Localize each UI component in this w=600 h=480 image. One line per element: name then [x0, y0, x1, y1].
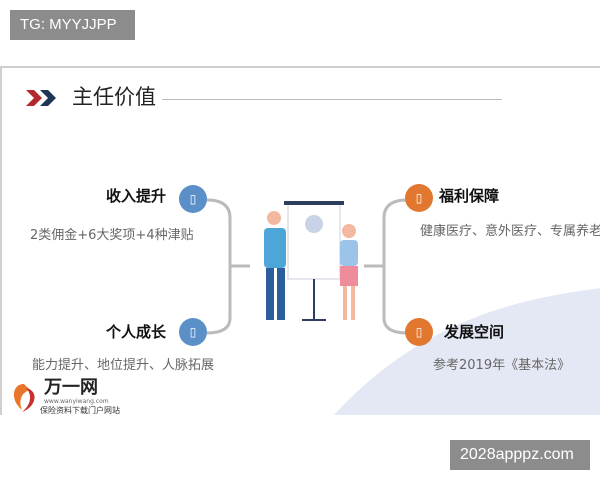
watermark-bottom: 2028apppz.com [450, 440, 590, 470]
slide-title: 主任价值 [72, 85, 156, 109]
wanyiwang-logo: 万一网 www.wanyiwang.com 保险资料下载门户网站 [8, 378, 148, 415]
logo-name: 万一网 [44, 377, 98, 398]
title-divider [162, 99, 502, 100]
phone-icon: ▯ [179, 318, 207, 346]
connector-lines [206, 198, 408, 335]
logo-tagline: 保险资料下载门户网站 [40, 406, 120, 415]
presentation-illustration [264, 201, 358, 321]
item-heading-development: 发展空间 [444, 323, 505, 341]
item-desc-development: 参考2019年《基本法》 [433, 358, 571, 373]
slide: 主任价值 收入提升 ▯ 2类佣金+6大奖项+4种津贴 个人成长 ▯ 能力提升、地… [0, 66, 600, 415]
watermark-top: TG: MYYJJPP [10, 10, 135, 40]
item-heading-income: 收入提升 [106, 187, 167, 205]
logo-mark-icon [13, 384, 35, 412]
item-heading-growth: 个人成长 [106, 323, 167, 341]
item-heading-welfare: 福利保障 [439, 187, 500, 205]
item-desc-income: 2类佣金+6大奖项+4种津贴 [30, 228, 194, 243]
chevron-icon [26, 90, 56, 106]
background-wave [333, 288, 600, 415]
item-desc-growth: 能力提升、地位提升、人脉拓展 [32, 358, 215, 373]
phone-icon: ▯ [405, 318, 433, 346]
logo-url: www.wanyiwang.com [44, 398, 109, 405]
item-desc-welfare: 健康医疗、意外医疗、专属养老 [420, 224, 600, 239]
phone-icon: ▯ [405, 184, 433, 212]
phone-icon: ▯ [179, 185, 207, 213]
